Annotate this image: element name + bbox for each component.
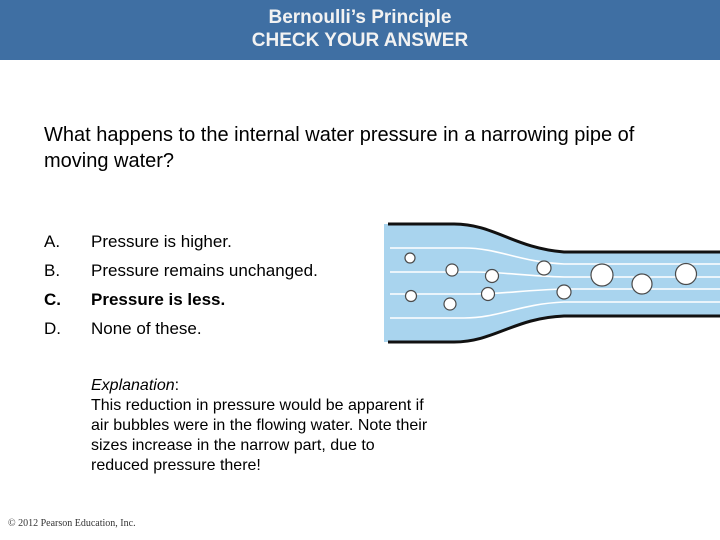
narrowing-pipe-diagram: [384, 222, 720, 344]
bubble: [590, 263, 614, 287]
air-bubbles: [404, 252, 698, 311]
slide-title: Bernoulli’s Principle: [268, 7, 452, 28]
bubble: [674, 262, 698, 286]
bubble: [443, 297, 457, 311]
copyright-notice: © 2012 Pearson Education, Inc.: [8, 518, 136, 529]
option-text: Pressure is less.: [91, 290, 226, 309]
bubble: [631, 273, 653, 295]
option-letter: B.: [44, 261, 61, 280]
explanation-colon: :: [174, 377, 180, 394]
explanation-text: This reduction in pressure would be appa…: [91, 397, 428, 474]
option-letter: D.: [44, 319, 61, 338]
option-text: None of these.: [91, 319, 202, 338]
option-letter: A.: [44, 232, 61, 251]
bubble: [480, 286, 496, 302]
question-text: What happens to the internal water press…: [44, 124, 635, 172]
pipe-bottom-wall: [388, 314, 720, 344]
explanation-block: Explanation: This reduction in pressure …: [91, 376, 436, 476]
slide-title-bar: Bernoulli’s Principle CHECK YOUR ANSWER: [0, 0, 720, 60]
pipe-top-wall: [388, 222, 720, 254]
option-text: Pressure is higher.: [91, 232, 232, 251]
bubble: [556, 284, 572, 300]
water-flow: [384, 224, 720, 342]
slide-subtitle: CHECK YOUR ANSWER: [251, 30, 469, 51]
option-letter: C.: [44, 290, 61, 309]
explanation-label: Explanation: [91, 377, 175, 394]
bubble: [404, 289, 418, 303]
bubble: [484, 268, 500, 284]
bubble: [404, 252, 416, 264]
bubble: [536, 260, 552, 276]
option-text: Pressure remains unchanged.: [91, 261, 318, 280]
bubble: [445, 263, 459, 277]
